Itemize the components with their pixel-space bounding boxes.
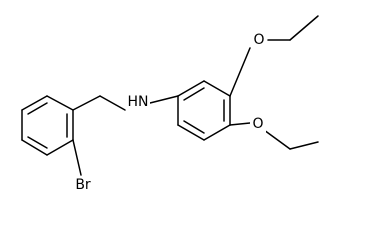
benzyl-bond <box>72 95 101 111</box>
bond <box>21 139 48 156</box>
bond <box>46 139 74 156</box>
oxygen-ethyl-bond-lower <box>263 129 291 150</box>
oxygen-label-lower: O <box>252 116 263 132</box>
bond <box>177 80 205 97</box>
aryl-oxygen-bond-upper <box>229 47 251 97</box>
bond <box>177 124 205 141</box>
carbon-bromine-bond <box>72 139 82 176</box>
bond <box>203 80 231 97</box>
chemical-structure: HN Br O O <box>21 15 319 194</box>
ethyl-bond-lower <box>289 141 319 150</box>
bromophenyl-ring <box>21 95 74 156</box>
bond <box>203 124 231 141</box>
double-bond-inner <box>183 120 205 134</box>
double-bond-inner <box>27 136 48 149</box>
ch2-nitrogen-bond <box>99 95 126 111</box>
ethyl-bond-upper <box>289 15 319 41</box>
amine-label: HN <box>128 94 149 110</box>
aryl-oxygen-bond-lower <box>229 122 251 126</box>
double-bond-inner <box>27 102 48 115</box>
bromine-label: Br <box>75 177 91 193</box>
oxygen-label-upper: O <box>253 32 264 48</box>
bond <box>21 95 48 111</box>
double-bond-inner <box>183 87 205 101</box>
bond <box>46 95 74 111</box>
nitrogen-aryl-bond <box>149 95 179 104</box>
diethoxyphenyl-ring <box>177 80 231 141</box>
